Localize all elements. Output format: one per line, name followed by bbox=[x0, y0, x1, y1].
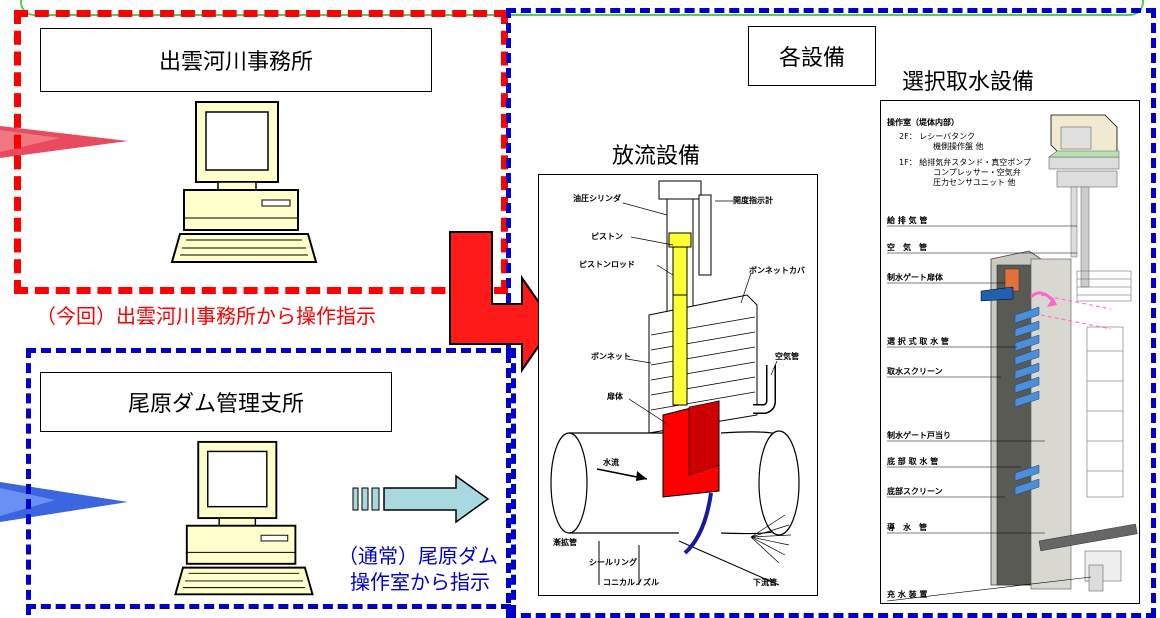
intake-label-10: 選 択 式 取 水 管 bbox=[887, 337, 949, 346]
discharge-diagram: 油圧シリンダ 開度指示計 ピストン ピストンロッド ボンネットカバ ボンネット … bbox=[538, 174, 818, 596]
bottom-blue-line bbox=[26, 604, 511, 609]
branch-title: 尾原ダム管理支所 bbox=[40, 372, 392, 432]
intake-label-7: 給 排 気 管 bbox=[887, 216, 928, 225]
discharge-label-7: 空気管 bbox=[775, 352, 799, 361]
discharge-title: 放流設備 bbox=[612, 144, 701, 169]
intake-label-14: 底部スクリーン bbox=[887, 487, 943, 496]
intake-label-11: 取水スクリーン bbox=[887, 367, 943, 376]
discharge-label-9: 水流 bbox=[603, 458, 619, 467]
intake-label-8: 空 気 管 bbox=[887, 243, 927, 252]
normal-instruction-caption-1: （通常）尾原ダム bbox=[338, 544, 498, 568]
branch-region bbox=[26, 348, 516, 615]
intake-label-3: 機側操作盤 他 bbox=[933, 142, 984, 151]
intake-label-2: 2F： レシーバタンク bbox=[899, 132, 976, 141]
intake-label-13: 底 部 取 水 管 bbox=[887, 457, 939, 466]
normal-command-arrow bbox=[352, 474, 490, 524]
current-instruction-caption: （今回）出雲河川事務所から操作指示 bbox=[36, 304, 376, 328]
intake-label-15: 導 水 管 bbox=[887, 523, 927, 532]
intake-label-4: 1F： 給排気弁スタンド・真空ポンプ bbox=[899, 158, 1031, 167]
discharge-label-6: ボンネット bbox=[591, 352, 631, 361]
discharge-label-1: 油圧シリンダ bbox=[573, 194, 621, 203]
intake-title: 選択取水設備 bbox=[902, 70, 1035, 95]
discharge-label-12: コニカルノズル bbox=[603, 578, 659, 587]
intake-diagram: 操作室（堤体内部） 2F： レシーバタンク 機側操作盤 他 1F： 給排気弁スタ… bbox=[880, 100, 1140, 604]
office-region bbox=[14, 10, 508, 294]
office-title: 出雲河川事務所 bbox=[40, 28, 432, 92]
discharge-label-5: ボンネットカバ bbox=[749, 266, 805, 275]
discharge-label-8: 扉体 bbox=[607, 392, 623, 401]
discharge-label-11: シールリング bbox=[589, 558, 637, 567]
facilities-title: 各設備 bbox=[748, 26, 876, 86]
discharge-label-2: 開度指示計 bbox=[733, 196, 773, 205]
intake-label-16: 充 水 装 置 bbox=[887, 590, 928, 599]
discharge-label-4: ピストンロッド bbox=[579, 260, 635, 269]
intake-label-5: コンプレッサー・空気弁 bbox=[933, 168, 1021, 177]
intake-label-6: 圧力センサユニット 他 bbox=[933, 178, 1016, 187]
branch-computer-icon bbox=[174, 440, 314, 596]
intake-label-9: 制水ゲート扉体 bbox=[887, 273, 943, 282]
discharge-label-3: ピストン bbox=[591, 232, 623, 241]
normal-instruction-caption-2: 操作室から指示 bbox=[350, 570, 490, 594]
intake-label-1: 操作室（堤体内部） bbox=[887, 118, 959, 127]
discharge-label-13: 下流管 bbox=[753, 578, 777, 587]
intake-label-12: 制水ゲート戸当り bbox=[887, 431, 951, 440]
office-computer-icon bbox=[170, 101, 318, 263]
discharge-label-10: 漸拡管 bbox=[553, 538, 577, 547]
